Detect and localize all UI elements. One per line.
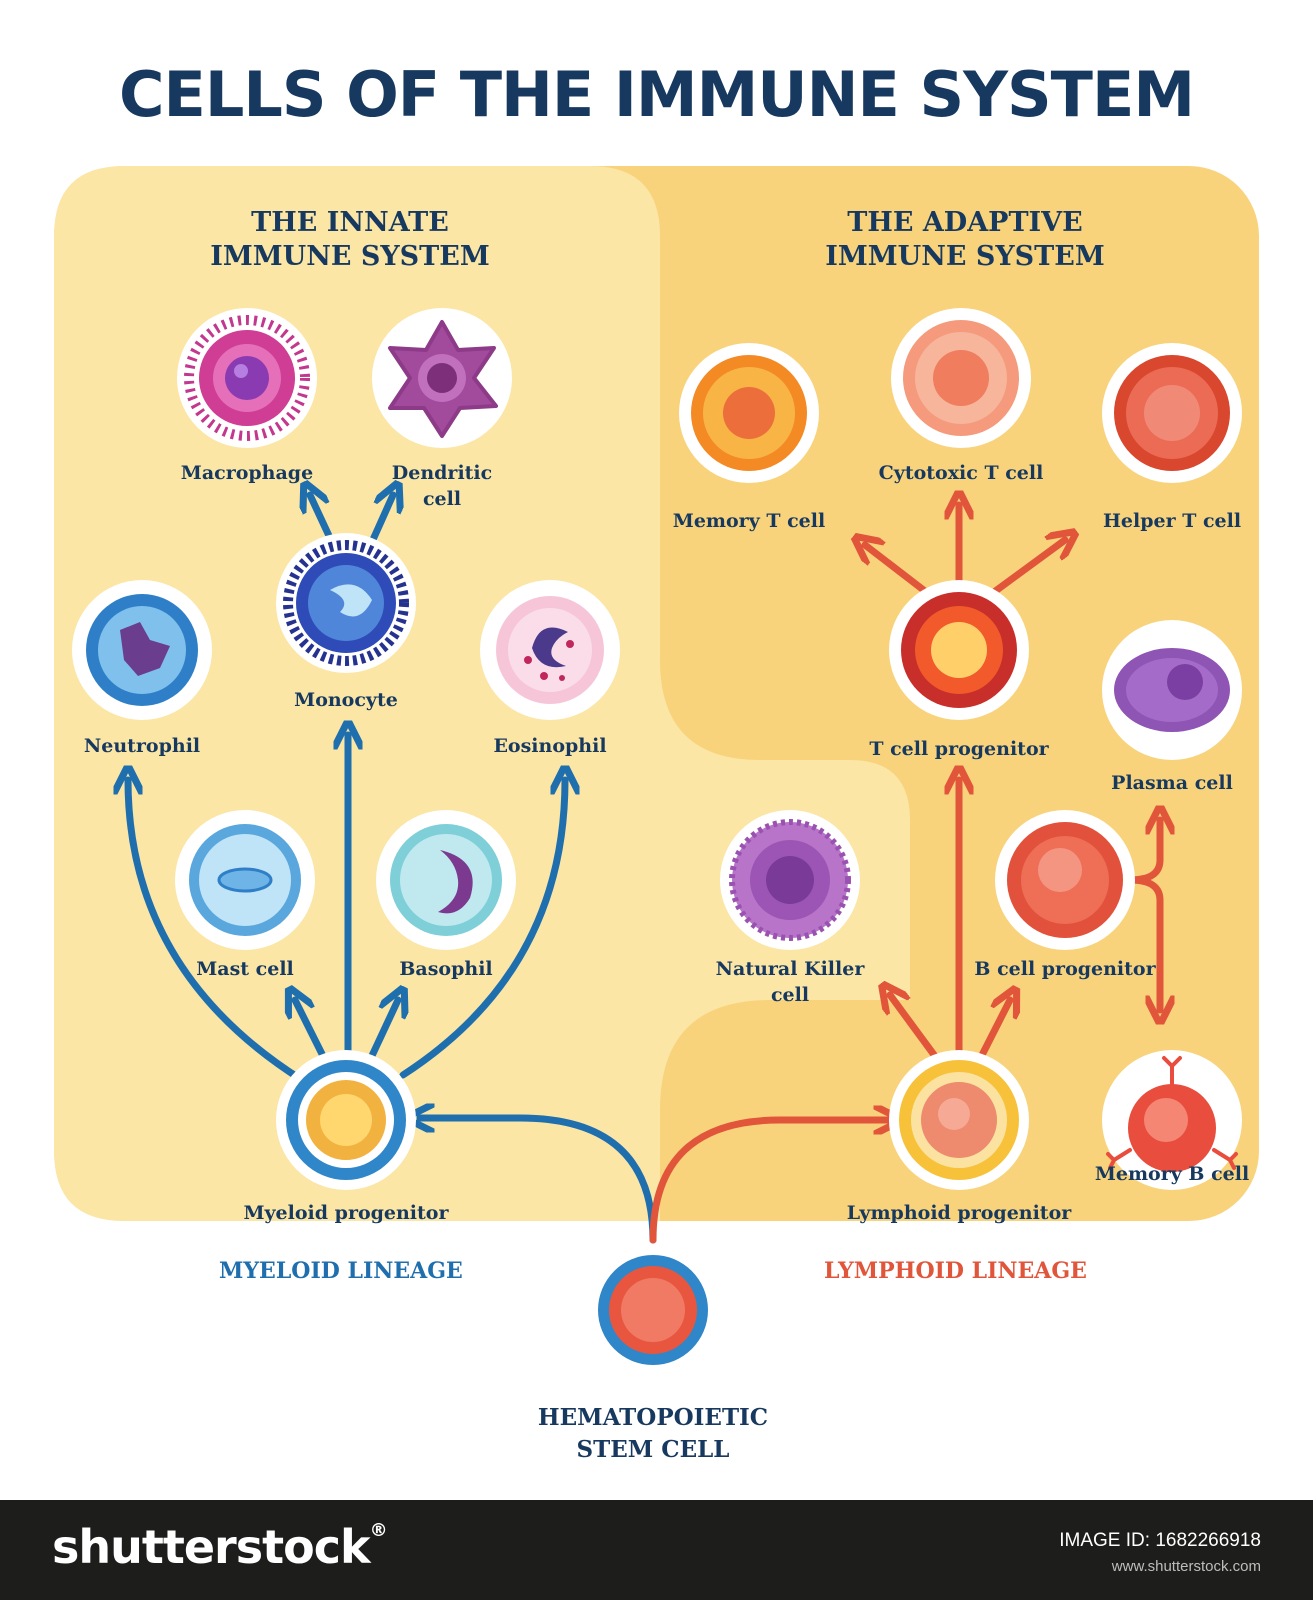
stem-cell-label: HEMATOPOIETIC STEM CELL [537, 1404, 769, 1463]
mast-cell-icon [189, 824, 301, 936]
neutrophil-label: Neutrophil [83, 735, 201, 757]
neutrophil-icon [86, 594, 198, 706]
memory-b-cell-icon [1106, 1056, 1238, 1172]
innate-system-title: THE INNATE IMMUNE SYSTEM [210, 207, 490, 272]
lymphoid-arrows [649, 505, 1160, 1244]
memory-b-cell-label: Memory B cell [1094, 1163, 1250, 1185]
mast-cell-label: Mast cell [196, 958, 294, 980]
brand-name: shutterstock [52, 1520, 371, 1574]
helper-t-cell-icon [1114, 355, 1230, 471]
image-id: IMAGE ID: 1682266918 [1059, 1530, 1261, 1551]
plasma-cell-icon [1114, 648, 1230, 732]
helper-t-cell-label: Helper T cell [1102, 510, 1242, 532]
brand-registered-mark: ® [369, 1520, 388, 1541]
brand-logo[interactable]: shutterstock® [52, 1520, 388, 1574]
b-cell-progenitor-label: B cell progenitor [974, 958, 1156, 980]
page-title: CELLS OF THE IMMUNE SYSTEM [118, 58, 1195, 131]
adaptive-system-title: THE ADAPTIVE IMMUNE SYSTEM [825, 207, 1105, 272]
eosinophil-label: Eosinophil [493, 735, 607, 757]
stem-cell-icon [598, 1255, 708, 1365]
t-cell-progenitor-icon [901, 592, 1017, 708]
monocyte-icon [283, 540, 409, 666]
memory-t-cell-label: Memory T cell [672, 510, 826, 532]
lymphoid-progenitor-icon [899, 1060, 1019, 1180]
dendritic-cell-icon [388, 320, 498, 438]
eosinophil-icon [496, 596, 604, 704]
memory-t-cell-icon [691, 355, 807, 471]
monocyte-label: Monocyte [294, 689, 398, 711]
lymphoid-lineage-label: LYMPHOID LINEAGE [824, 1258, 1087, 1284]
footer-bar: shutterstock® IMAGE ID: 1682266918 www.s… [0, 1500, 1313, 1600]
natural-killer-cell-icon [729, 819, 851, 941]
basophil-label: Basophil [399, 958, 493, 980]
dendritic-cell-label: Dendritic cell [391, 462, 493, 510]
myeloid-lineage-label: MYELOID LINEAGE [219, 1258, 463, 1284]
cytotoxic-t-cell-label: Cytotoxic T cell [878, 462, 1044, 484]
b-cell-progenitor-icon [1007, 822, 1123, 938]
myeloid-progenitor-label: Myeloid progenitor [243, 1202, 449, 1224]
natural-killer-cell-label: Natural Killer cell [715, 958, 865, 1006]
plasma-cell-label: Plasma cell [1111, 772, 1233, 794]
site-url[interactable]: www.shutterstock.com [1111, 1558, 1261, 1575]
lymphoid-progenitor-label: Lymphoid progenitor [846, 1202, 1072, 1224]
basophil-icon [390, 824, 502, 936]
cytotoxic-t-cell-icon [903, 320, 1019, 436]
macrophage-label: Macrophage [180, 462, 314, 484]
macrophage-icon [184, 315, 310, 441]
t-cell-progenitor-label: T cell progenitor [869, 738, 1049, 760]
immune-system-diagram [54, 166, 1259, 1365]
myeloid-progenitor-icon [286, 1060, 406, 1180]
